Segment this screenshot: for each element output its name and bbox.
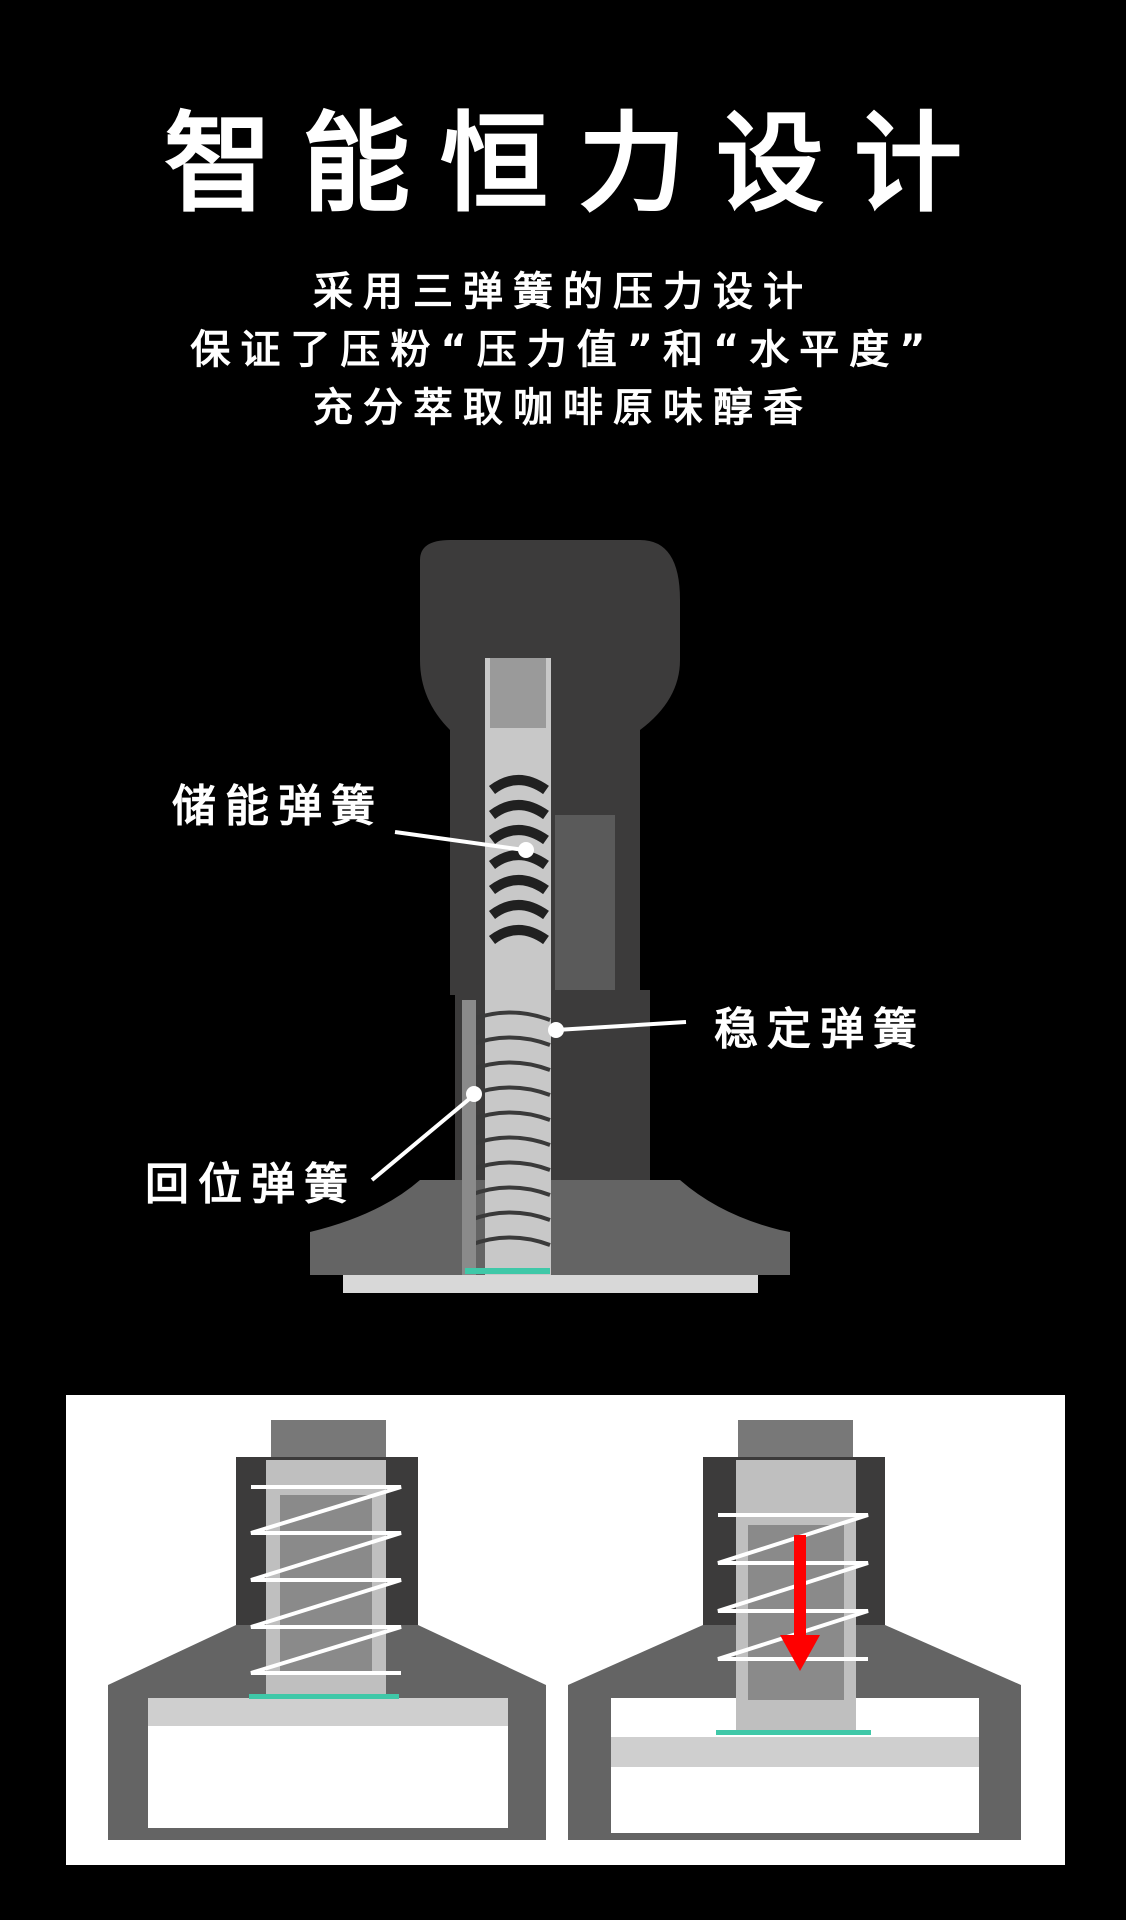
subtitle-line-2: 保证了压粉“压力值”和“水平度”	[190, 327, 936, 373]
stabilizer-spring-dot	[548, 1022, 564, 1038]
stabilizer-spring-label: 稳定弹簧	[714, 1004, 926, 1055]
return-spring-label: 回位弹簧	[145, 1159, 357, 1210]
teal-seal-left	[249, 1694, 399, 1699]
base-plate	[343, 1275, 758, 1293]
storage-spring-dot	[518, 842, 534, 858]
resting-state-diagram	[108, 1420, 546, 1840]
page-title: 智能恒力设计	[163, 102, 992, 227]
spring-chamber	[485, 658, 551, 1275]
arrow-down-icon	[794, 1535, 806, 1645]
return-spring-dot	[466, 1086, 482, 1102]
comparison-panel	[66, 1395, 1065, 1865]
storage-spring-leader	[394, 830, 525, 852]
storage-spring-coils	[488, 775, 549, 945]
subtitle-line-3: 充分萃取咖啡原味醇香	[313, 385, 813, 431]
subtitle-line-1: 采用三弹簧的压力设计	[313, 269, 813, 315]
teal-seal	[465, 1268, 550, 1274]
return-spring-leader	[370, 1093, 476, 1182]
storage-spring-label: 储能弹簧	[172, 781, 384, 832]
teal-seal-right	[716, 1730, 871, 1735]
tamper-cross-section	[310, 540, 790, 1293]
comparison-diagrams	[108, 1420, 1021, 1840]
tamper-collar	[455, 990, 650, 1180]
stabilizer-spring-leader	[555, 1020, 687, 1032]
compressed-state-diagram	[568, 1420, 1021, 1840]
